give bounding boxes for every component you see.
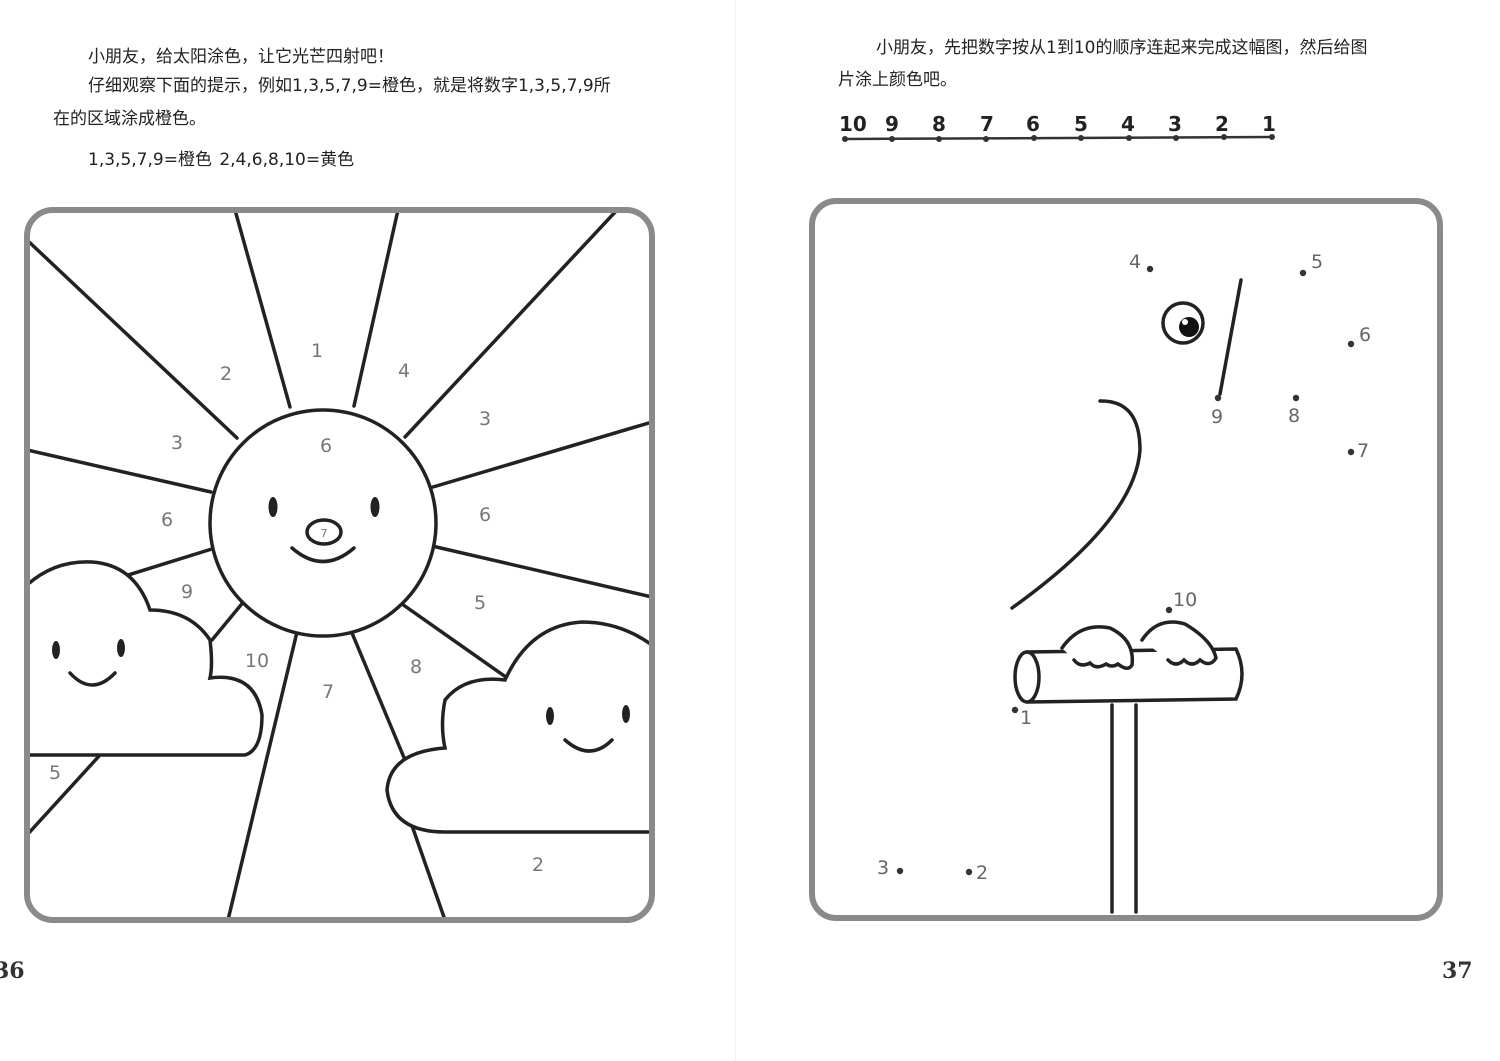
sequence-number: 5 xyxy=(1074,112,1088,136)
region-number: 7 xyxy=(322,681,334,703)
dot-label: 2 xyxy=(976,862,988,884)
sequence-number: 9 xyxy=(885,112,899,136)
bird-right-foot xyxy=(1140,620,1218,666)
dot-label: 4 xyxy=(1129,251,1141,273)
instruction-line-1: 小朋友，给太阳涂色，让它光芒四射吧！ xyxy=(88,47,394,67)
right-cloud-smile xyxy=(563,738,614,753)
region-number: 9 xyxy=(181,581,193,603)
region-number: 1 xyxy=(311,340,323,362)
region-number: 4 xyxy=(398,360,410,382)
bird-dot-to-dot-picture: 4 5 6 9 8 7 10 1 3 2 xyxy=(809,134,1443,921)
sequence-number: 2 xyxy=(1215,112,1229,136)
left-cloud xyxy=(27,560,264,757)
right-page: 小朋友，先把数字按从1到10的顺序连起来完成这幅图，然后给图 片涂上颜色吧。 1… xyxy=(740,0,1500,1061)
sun-smile xyxy=(290,546,356,564)
ray-line xyxy=(350,631,407,762)
sequence-number: 1 xyxy=(1262,112,1276,136)
region-number: 10 xyxy=(245,650,269,672)
sun-nose xyxy=(305,518,343,546)
dot-label: 5 xyxy=(1311,251,1323,273)
ray-line xyxy=(430,544,652,599)
ray-line xyxy=(352,210,400,408)
dot-label: 1 xyxy=(1020,707,1032,729)
sequence-number: 6 xyxy=(1026,112,1040,136)
page-number-left: 36 xyxy=(0,958,25,984)
region-number: 7 xyxy=(321,527,328,540)
instruction-line-1: 小朋友，先把数字按从1到10的顺序连起来完成这幅图，然后给图 xyxy=(876,38,1368,58)
region-number: 2 xyxy=(532,854,544,876)
dot-label: 3 xyxy=(877,857,889,879)
ray-line xyxy=(400,602,512,682)
left-cloud-eye xyxy=(117,639,125,657)
ray-line xyxy=(233,210,292,409)
dot-label: 6 xyxy=(1359,324,1371,346)
region-number: 5 xyxy=(474,592,486,614)
dot-label: 9 xyxy=(1211,406,1223,428)
sun-circle xyxy=(208,408,438,638)
ray-line xyxy=(403,210,619,439)
right-cloud-eye xyxy=(546,707,554,725)
ray-line xyxy=(27,448,213,494)
bird-pupil xyxy=(1179,317,1199,337)
left-page: 小朋友，给太阳涂色，让它光芒四射吧！ 仔细观察下面的提示，例如1,3,5,7,9… xyxy=(0,0,740,1061)
color-key: 1,3,5,7,9=橙色 2,4,6,8,10=黄色 xyxy=(88,150,355,170)
region-number: 6 xyxy=(161,509,173,531)
dot-label: 8 xyxy=(1288,405,1300,427)
sequence-number: 7 xyxy=(980,112,994,136)
left-cloud-smile xyxy=(68,671,117,687)
dot-label: 10 xyxy=(1173,589,1197,611)
perch-bar-end xyxy=(1013,650,1041,704)
connect-dots xyxy=(896,265,1355,876)
picture-frame xyxy=(24,207,655,923)
ray-line xyxy=(226,630,299,920)
sequence-guide-line xyxy=(844,135,1273,141)
bird-beak-line xyxy=(1218,278,1243,396)
sequence-number: 3 xyxy=(1168,112,1182,136)
region-number: 3 xyxy=(171,432,183,454)
sun-left-eye xyxy=(268,497,278,517)
page-number-right: 37 xyxy=(1442,958,1473,984)
left-cloud-eye xyxy=(52,641,60,659)
bird-left-foot xyxy=(1060,625,1135,670)
region-number: 3 xyxy=(479,408,491,430)
instruction-line-3: 在的区域涂成橙色。 xyxy=(53,109,206,129)
ray-line xyxy=(27,238,239,440)
bird-body-curve xyxy=(1010,399,1142,610)
right-cloud-eye xyxy=(622,705,630,723)
region-number: 5 xyxy=(49,762,61,784)
instruction-line-2: 仔细观察下面的提示，例如1,3,5,7,9=橙色，就是将数字1,3,5,7,9所 xyxy=(88,76,611,96)
ray-line xyxy=(27,753,102,837)
ray-line xyxy=(210,598,247,642)
sequence-number: 4 xyxy=(1121,112,1135,136)
region-number: 8 xyxy=(410,656,422,678)
sequence-number: 8 xyxy=(932,112,946,136)
ray-line xyxy=(408,818,447,920)
face-eyes xyxy=(52,497,630,725)
region-number: 2 xyxy=(220,363,232,385)
sequence-number: 10 xyxy=(839,112,867,136)
instruction-line-2: 片涂上颜色吧。 xyxy=(838,70,957,90)
region-number: 6 xyxy=(479,504,491,526)
ray-line xyxy=(431,420,652,489)
right-cloud xyxy=(385,620,652,834)
sun-right-eye xyxy=(370,497,380,517)
sun-coloring-picture: 1 2 4 3 3 6 6 6 9 5 10 7 8 5 2 7 xyxy=(24,207,655,923)
book-gutter xyxy=(735,0,736,1061)
picture-frame xyxy=(809,198,1443,921)
dot-label: 7 xyxy=(1357,440,1369,462)
region-number: 6 xyxy=(320,435,332,457)
